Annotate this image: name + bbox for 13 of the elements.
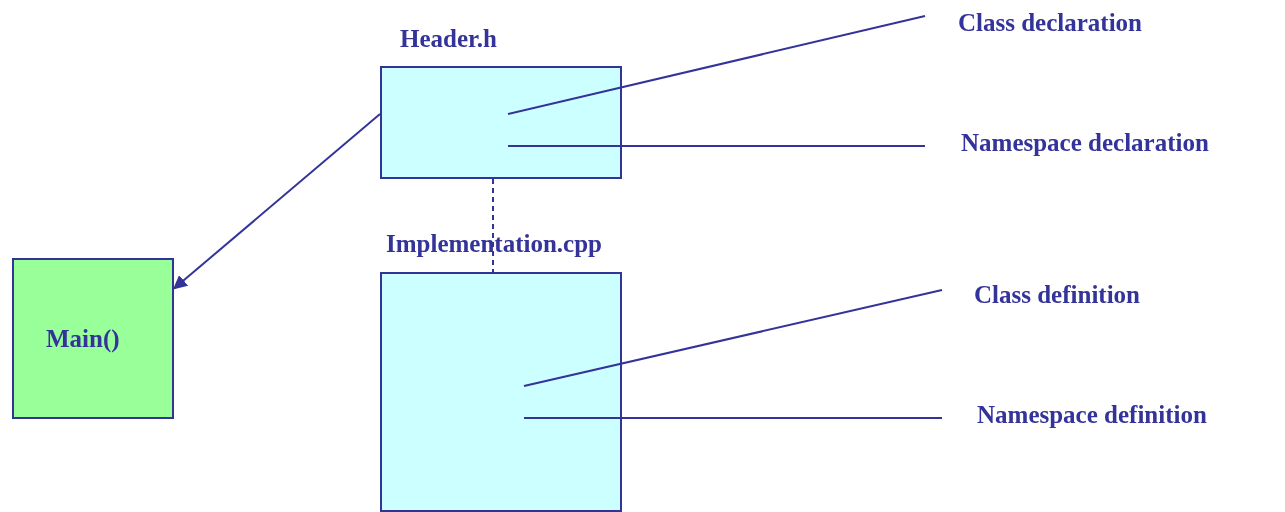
file-name-label: Header.h [400, 24, 497, 54]
callout-label: Namespace definition [977, 400, 1207, 430]
callout-label: Class definition [974, 280, 1140, 310]
leader-line [507, 15, 926, 116]
file-name-label: Implementation.cpp [386, 229, 602, 259]
function-label: Main() [46, 324, 120, 354]
leader-line [523, 289, 943, 387]
leader-line [507, 145, 926, 147]
callout-label: Class declaration [958, 8, 1143, 38]
connector-line [492, 178, 494, 273]
callout-label: Namespace declaration [961, 128, 1209, 158]
main-function-box [12, 258, 174, 419]
leader-line [523, 416, 943, 419]
